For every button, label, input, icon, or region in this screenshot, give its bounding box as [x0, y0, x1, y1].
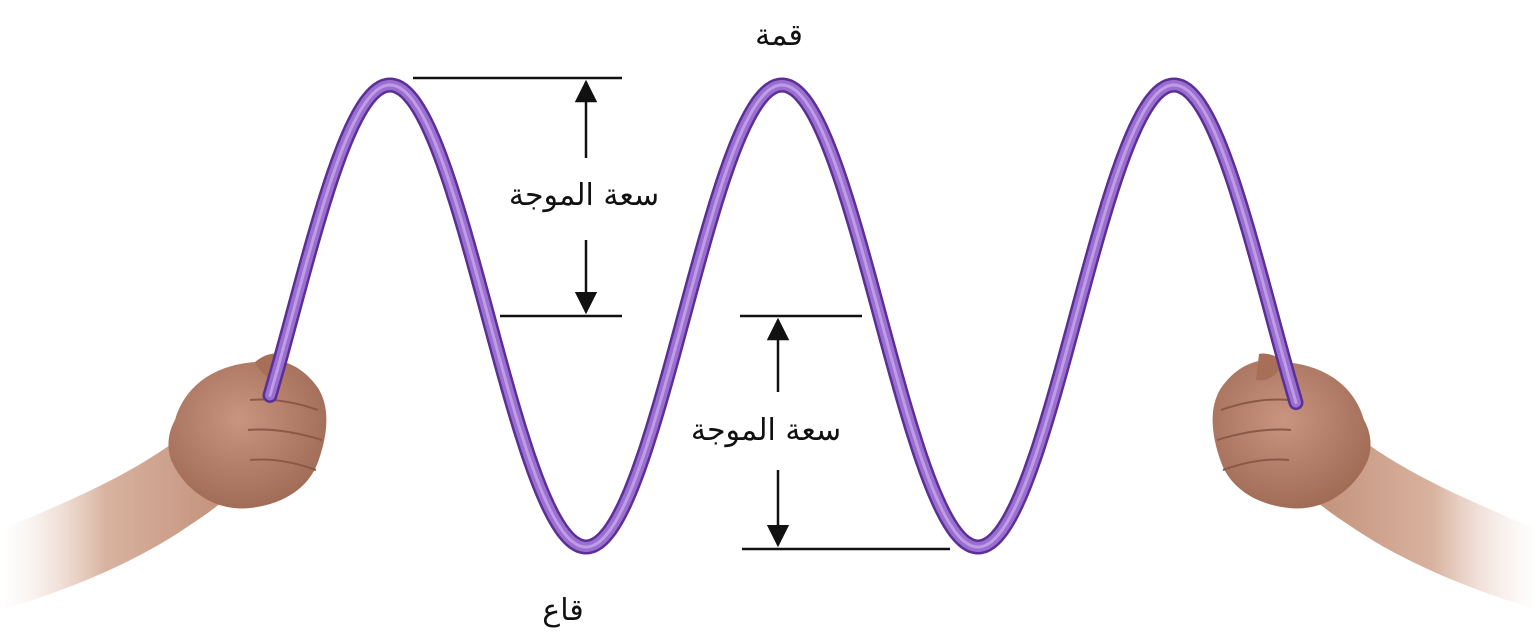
- amplitude-upper-label: سعة الموجة: [509, 178, 659, 213]
- trough-label: قاع: [542, 593, 583, 628]
- amplitude-lower-label: سعة الموجة: [691, 413, 841, 448]
- crest-label: قمة: [755, 18, 803, 53]
- right-hand-icon: [1213, 353, 1539, 610]
